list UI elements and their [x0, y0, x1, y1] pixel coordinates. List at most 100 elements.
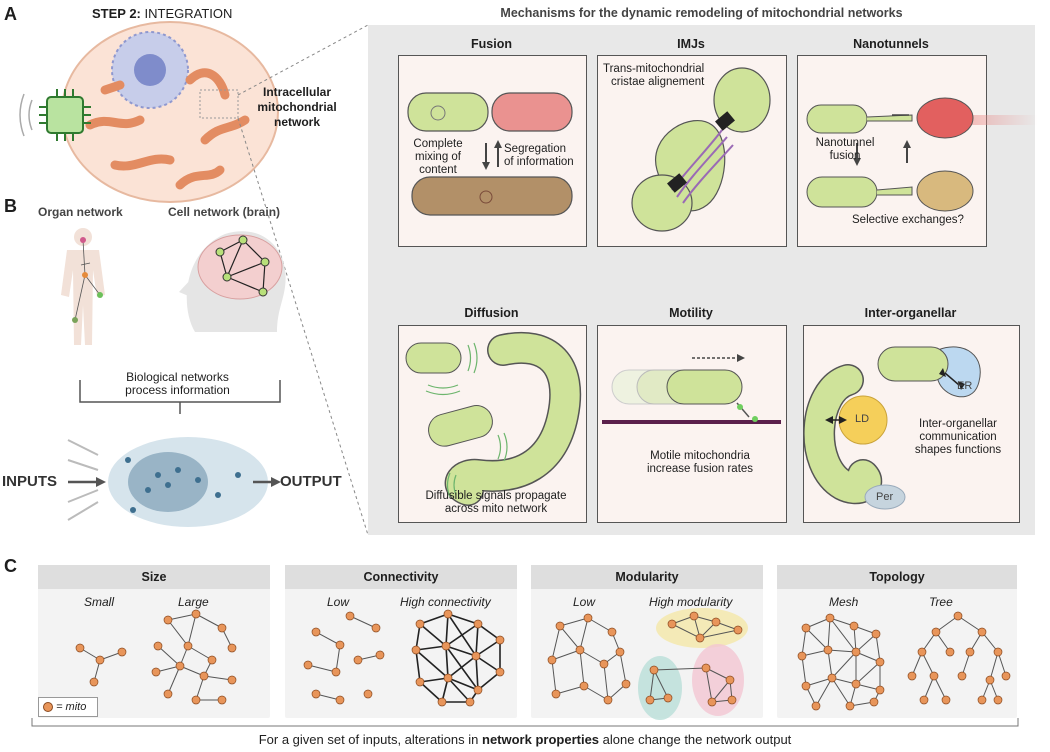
imjs-label-line: Trans-mitochondrial — [603, 63, 705, 75]
c-panel-size: Size Small Large — [38, 565, 270, 718]
network-node — [869, 697, 879, 707]
network-edge — [195, 613, 223, 629]
network-node — [977, 695, 987, 705]
network-edge — [551, 625, 561, 661]
network-edge — [475, 623, 479, 657]
network-node — [849, 621, 859, 631]
network-node — [495, 667, 505, 677]
motility-label-line: Motile mitochondria — [650, 450, 750, 462]
network-edge — [419, 681, 443, 703]
network-node — [825, 613, 835, 623]
network-edge — [579, 649, 605, 665]
network-node — [473, 619, 483, 629]
inter-illustration — [803, 346, 981, 510]
network-edge — [415, 649, 421, 683]
network-edge — [801, 627, 807, 657]
network-node — [163, 689, 173, 699]
network-node — [945, 647, 955, 657]
network-edge — [551, 649, 581, 661]
per-label: Per — [876, 491, 894, 503]
nanotunnels-label-line: Nanotunnel — [815, 137, 875, 149]
network-edge — [619, 651, 627, 685]
network-node — [985, 675, 995, 685]
network-edge — [335, 644, 341, 673]
network-edge — [167, 665, 181, 695]
network-edge — [445, 645, 477, 657]
imjs-label: Trans-mitochondrial cristae alignement — [603, 63, 704, 89]
network-edge — [603, 663, 609, 701]
network-label-line: network — [273, 115, 320, 129]
network-node — [701, 663, 711, 673]
network-edge — [699, 629, 739, 639]
network-node — [1001, 671, 1011, 681]
ld-label: LD — [855, 413, 870, 425]
fusion-right-line: Segregation — [504, 143, 567, 155]
network-edge — [447, 677, 479, 691]
network-edge — [477, 671, 501, 691]
nanotunnels-label: Nanotunnel fusion — [810, 137, 880, 163]
motility-title: Motility — [669, 306, 713, 320]
fusion-left-line: content — [419, 164, 457, 176]
footer-post: alone change the network output — [599, 732, 792, 747]
network-node — [663, 693, 673, 703]
network-edge — [157, 645, 181, 667]
network-node — [649, 665, 659, 675]
network-node — [871, 629, 881, 639]
network-node — [375, 650, 385, 660]
network-node — [443, 673, 453, 683]
network-edge — [419, 623, 447, 647]
card-nanotunnels — [797, 55, 987, 247]
process-label-line: process information — [125, 383, 230, 397]
network-edge — [801, 649, 829, 657]
output-label: OUTPUT — [280, 473, 342, 490]
network-edge — [935, 615, 959, 633]
network-edge — [559, 617, 589, 627]
process-bracket — [79, 380, 281, 414]
network-node — [437, 697, 447, 707]
network-edge — [805, 677, 833, 687]
cell-illustration — [19, 21, 279, 203]
network-node — [811, 701, 821, 711]
network-edge — [989, 651, 999, 681]
network-edge — [447, 613, 479, 625]
c-panel-left-label: Low — [573, 595, 596, 609]
network-edge — [445, 623, 479, 647]
step-title-bold: STEP 2: — [92, 6, 141, 21]
network-edge — [475, 639, 501, 657]
network-edge — [579, 649, 585, 687]
legend-node-icon — [43, 702, 53, 713]
nanotunnels-label-line: fusion — [829, 150, 861, 162]
imjs-label-line: cristae alignement — [611, 76, 705, 88]
panel-a-letter: A — [4, 4, 17, 24]
network-node — [695, 633, 705, 643]
network-node — [311, 689, 321, 699]
network-edge — [671, 623, 701, 639]
network-edge — [855, 661, 881, 685]
network-node — [217, 695, 227, 705]
network-node — [75, 643, 85, 653]
diffusion-label: Diffusible signals propagate across mito… — [412, 490, 580, 516]
network-node — [965, 647, 975, 657]
network-edge — [349, 615, 377, 629]
network-edge — [555, 685, 585, 695]
network-node — [471, 651, 481, 661]
network-edge — [711, 679, 731, 703]
network-node — [335, 695, 345, 705]
network-node — [217, 623, 227, 633]
c-panel-left-label: Low — [327, 595, 350, 609]
network-node — [579, 681, 589, 691]
motility-label-line: increase fusion rates — [646, 463, 754, 475]
nanotunnels-question: Selective exchanges? — [852, 214, 964, 226]
network-node — [191, 609, 201, 619]
footer-pre: For a given set of inputs, alterations i… — [258, 732, 482, 747]
er-label: ER — [957, 380, 973, 392]
network-node — [875, 657, 885, 667]
body-illustration — [61, 228, 105, 345]
network-node — [733, 625, 743, 635]
fusion-right-label: Segregation of information — [504, 143, 584, 169]
network-node — [371, 623, 381, 633]
network-edge — [551, 659, 557, 695]
network-edge — [815, 677, 833, 707]
